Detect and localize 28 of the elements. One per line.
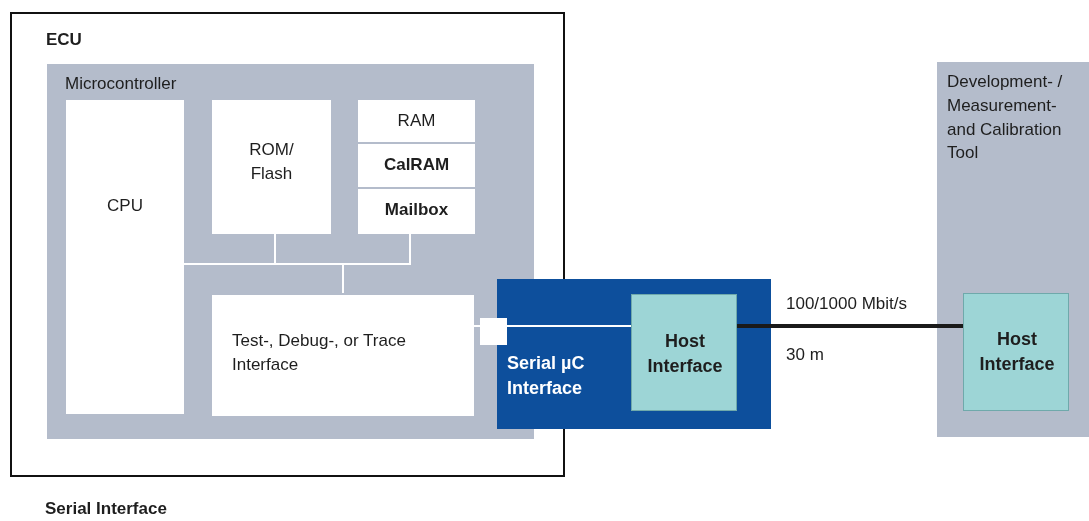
memory-section bbox=[358, 100, 475, 142]
node-label: Test-, Debug-, or Trace Interface bbox=[232, 330, 407, 376]
node-label: Development- / Measurement- and Calibration Tool bbox=[947, 71, 1064, 165]
connector-line bbox=[506, 325, 632, 327]
node-label: Microcontroller bbox=[65, 73, 178, 95]
memory-section bbox=[358, 189, 475, 234]
interface-block bbox=[212, 295, 474, 416]
node-label: Host Interface bbox=[978, 328, 1056, 377]
connector-line bbox=[737, 324, 963, 328]
memory-block bbox=[212, 100, 331, 234]
connector-line bbox=[342, 231, 411, 294]
node-label: ECU bbox=[46, 29, 83, 51]
host-interface-box bbox=[963, 293, 1069, 411]
cpu-block bbox=[66, 100, 184, 414]
connector-line bbox=[471, 325, 481, 327]
node-label: RAM bbox=[396, 110, 437, 132]
interface-block bbox=[497, 279, 771, 429]
node-label: Mailbox bbox=[383, 199, 450, 221]
node-label: CalRAM bbox=[382, 154, 451, 176]
node-label: Host Interface bbox=[646, 330, 724, 379]
memory-section bbox=[358, 144, 475, 187]
node-label: CPU bbox=[106, 195, 144, 217]
tool-block bbox=[937, 62, 1089, 437]
caption: Serial Interface bbox=[45, 498, 167, 520]
node-label: ROM/ Flash bbox=[248, 139, 295, 185]
line-note: 30 m bbox=[786, 344, 824, 366]
node-label: Serial µC Interface bbox=[507, 352, 586, 401]
host-interface-box bbox=[631, 294, 737, 411]
